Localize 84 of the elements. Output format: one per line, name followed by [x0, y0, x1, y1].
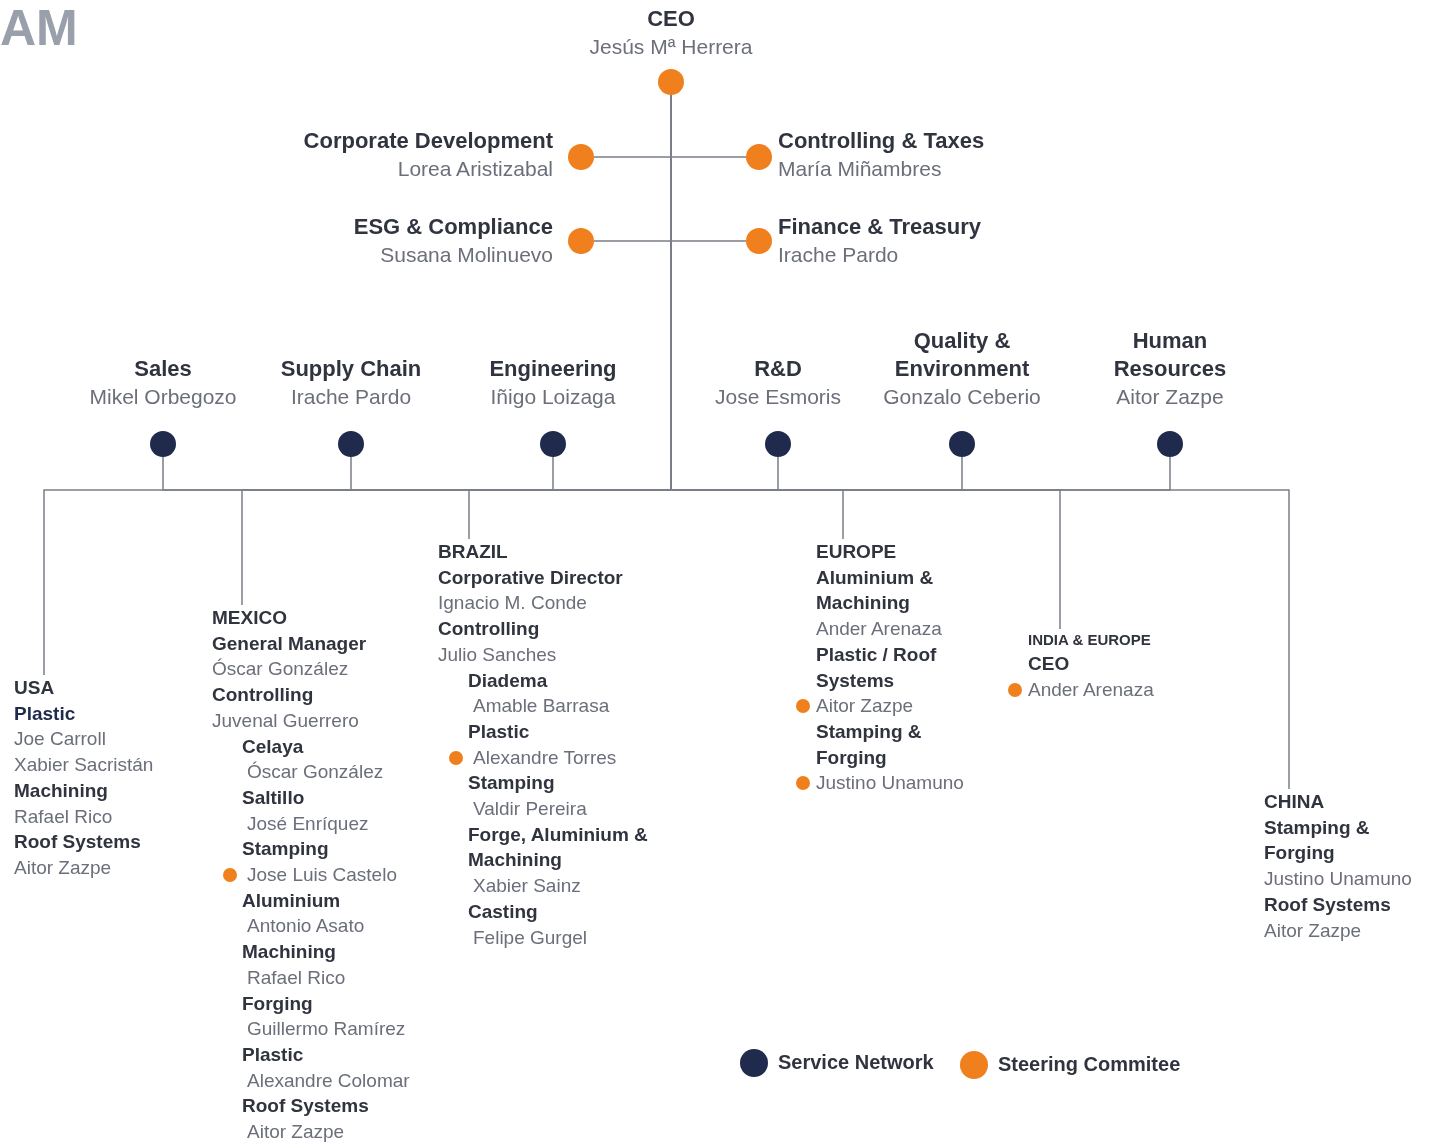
person-name: Aitor Zazpe — [816, 694, 914, 719]
page-heading-fragment: AM — [0, 0, 78, 56]
unit-heading: Plastic — [242, 1042, 304, 1067]
person-name: Alexandre Torres — [473, 745, 617, 770]
unit-heading: Plastic — [468, 719, 530, 744]
person-name: Jose Luis Castelo — [247, 863, 397, 888]
person-name: Lorea Aristizabal — [397, 156, 553, 182]
person-name: Gonzalo Ceberio — [883, 384, 1041, 410]
role-heading: Finance & Treasury — [778, 213, 981, 241]
person-name: Justino Unamuno — [816, 771, 964, 796]
person-name: María Miñambres — [778, 156, 942, 182]
person-name: Aitor Zazpe — [247, 1120, 345, 1143]
role-heading: Corporate Development — [303, 127, 553, 155]
role-heading: Controlling & Taxes — [778, 127, 985, 155]
unit-heading: Stamping — [468, 771, 555, 796]
role-heading: ESG & Compliance — [353, 213, 553, 241]
person-name: Guillermo Ramírez — [247, 1017, 406, 1042]
person-name: Irache Pardo — [290, 384, 412, 410]
person-name: Óscar González — [247, 760, 384, 785]
person-name: Ander Arenaza — [1028, 677, 1154, 702]
unit-heading: Casting — [468, 899, 538, 924]
region-heading: USA — [14, 676, 55, 700]
person-name: Juvenal Guerrero — [212, 708, 359, 733]
unit-heading: Forge, Aluminium & Machining — [468, 822, 649, 873]
role-heading: Engineering — [489, 355, 617, 383]
unit-heading: Aluminium — [242, 888, 341, 913]
person-name: Aitor Zazpe — [1264, 918, 1362, 943]
region-heading: MEXICO — [212, 606, 287, 630]
role-heading: Sales — [134, 355, 192, 383]
role-heading: Supply Chain — [280, 355, 422, 383]
person-name: Óscar González — [212, 657, 349, 682]
role-heading: Roof Systems — [14, 830, 141, 855]
region-heading: BRAZIL — [438, 540, 508, 564]
person-name: Justino Unamuno — [1264, 867, 1412, 892]
unit-heading: Machining — [242, 940, 336, 965]
person-name: Rafael Rico — [14, 804, 113, 829]
person-name: Amable Barrasa — [473, 694, 610, 719]
role-heading: Roof Systems — [1264, 892, 1391, 917]
person-name: Mikel Orbegozo — [89, 384, 237, 410]
role-heading: General Manager — [212, 631, 367, 656]
role-heading: Aluminium & Machining — [816, 565, 935, 616]
role-heading: Machining — [14, 778, 108, 803]
unit-heading: Saltillo — [242, 785, 305, 810]
person-name: Iñigo Loizaga — [490, 384, 616, 410]
person-name: Julio Sanches — [438, 642, 557, 667]
person-name: Felipe Gurgel — [473, 925, 588, 950]
region-heading: CEO — [1028, 652, 1070, 676]
region-heading: EUROPE — [816, 540, 897, 564]
role-heading: Stamping & Forging — [1264, 815, 1371, 866]
division-heading: Plastic — [14, 701, 76, 726]
person-name: Xabier Sacristán — [14, 753, 154, 778]
person-name: Valdir Pereira — [473, 797, 587, 822]
unit-heading: Diadema — [468, 668, 548, 693]
legend-label: Service Network — [778, 1051, 934, 1074]
region-subheading: INDIA & EUROPE — [1028, 630, 1151, 650]
role-heading: CEO — [647, 5, 695, 33]
role-heading: Controlling — [438, 617, 540, 642]
role-heading: Controlling — [212, 683, 314, 708]
person-name: Xabier Sainz — [473, 874, 581, 899]
person-name: Jose Esmoris — [715, 384, 841, 410]
unit-heading: Roof Systems — [242, 1094, 369, 1119]
unit-heading: Forging — [242, 991, 313, 1016]
role-heading: Stamping & Forging — [816, 719, 923, 770]
region-heading: CHINA — [1264, 790, 1325, 814]
role-heading: R&D — [754, 355, 802, 383]
person-name: Aitor Zazpe — [1116, 384, 1224, 410]
person-name: Rafael Rico — [247, 965, 346, 990]
person-name: Antonio Asato — [247, 914, 365, 939]
unit-heading: Stamping — [242, 837, 329, 862]
person-name: Joe Carroll — [14, 727, 106, 752]
legend-label: Steering Commitee — [998, 1053, 1181, 1076]
role-heading: Plastic / Roof Systems — [816, 642, 938, 693]
role-heading: Quality & Environment — [893, 327, 1031, 383]
person-name: Susana Molinuevo — [380, 242, 553, 268]
role-heading: Human Resources — [1112, 327, 1228, 383]
person-name: Ander Arenaza — [816, 617, 942, 642]
person-name: José Enríquez — [247, 811, 369, 836]
person-name: Ignacio M. Conde — [438, 591, 587, 616]
person-name: Aitor Zazpe — [14, 855, 112, 880]
person-name: Jesús Mª Herrera — [589, 34, 753, 60]
person-name: Irache Pardo — [778, 242, 899, 268]
unit-heading: Celaya — [242, 734, 304, 759]
role-heading: Corporative Director — [438, 565, 623, 590]
person-name: Alexandre Colomar — [247, 1068, 410, 1093]
